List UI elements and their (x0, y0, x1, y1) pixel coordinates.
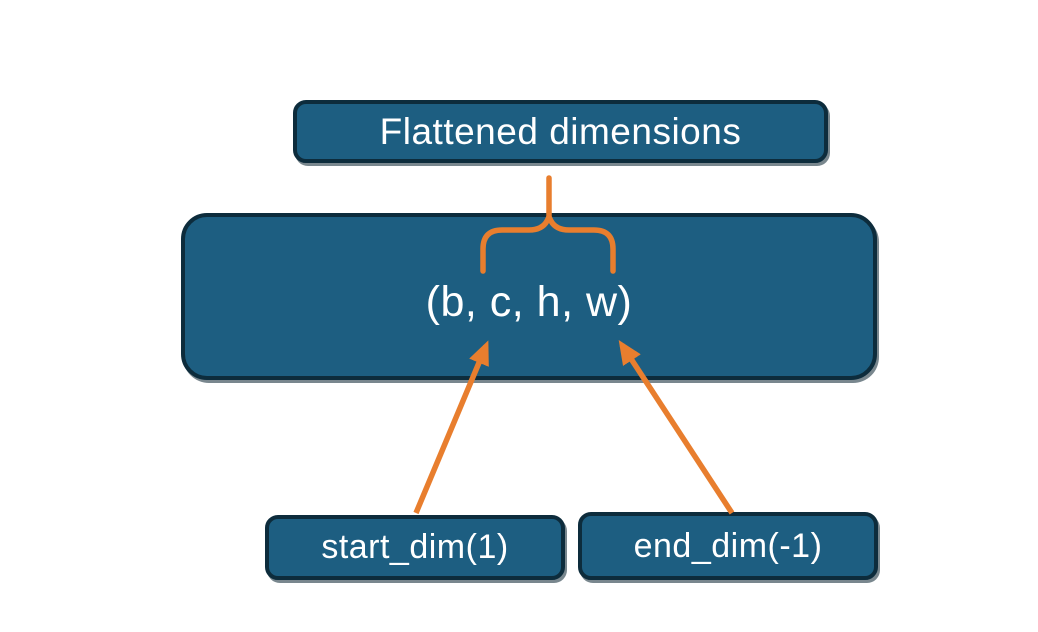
start-dim-label: start_dim(1) (321, 528, 509, 566)
tensor-shape-box: (b, c, h, w) (181, 213, 877, 380)
end-dim-box: end_dim(-1) (578, 512, 878, 580)
end-dim-label: end_dim(-1) (633, 526, 823, 565)
flattened-dimensions-box: Flattened dimensions (293, 100, 828, 163)
flattened-dimensions-label: Flattened dimensions (379, 110, 742, 152)
tensor-shape-label: (b, c, h, w) (425, 278, 633, 326)
start-dim-box: start_dim(1) (265, 515, 565, 580)
